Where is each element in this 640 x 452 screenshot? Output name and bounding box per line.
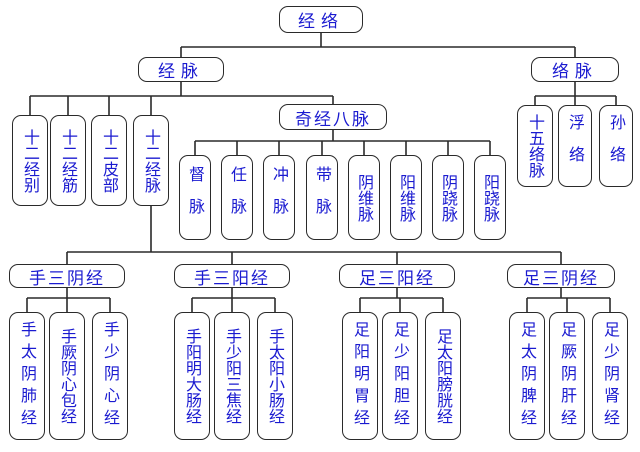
qijing-item: 阴跷脉 bbox=[432, 155, 464, 240]
jingmai-node: 经脉 bbox=[138, 57, 224, 82]
group-node: 手三阴经 bbox=[9, 264, 125, 289]
meridian-item: 手厥阴心包经 bbox=[49, 312, 85, 440]
qijing-item: 阴维脉 bbox=[348, 155, 380, 240]
meridian-item: 足厥阴肝经 bbox=[549, 312, 585, 440]
qijing-item: 任脉 bbox=[221, 155, 253, 240]
meridian-item: 足太阴脾经 bbox=[509, 312, 545, 440]
meridian-item: 手太阳小肠经 bbox=[257, 312, 293, 440]
meridian-item: 手阳明大肠经 bbox=[174, 312, 210, 440]
twelve-item: 十二经别 bbox=[12, 115, 48, 206]
meridian-item: 足阳明胃经 bbox=[342, 312, 378, 440]
meridian-item: 手少阴心经 bbox=[92, 312, 128, 440]
twelve-item: 十二经筋 bbox=[50, 115, 86, 206]
qijing-node: 奇经八脉 bbox=[279, 104, 387, 130]
luomai-node: 络脉 bbox=[531, 57, 619, 82]
meridian-item: 手太阴肺经 bbox=[9, 312, 45, 440]
meridian-item: 足太阳膀胱经 bbox=[425, 312, 461, 440]
qijing-item: 阳跷脉 bbox=[474, 155, 506, 240]
root-node: 经络 bbox=[279, 6, 363, 33]
meridian-item: 足少阴肾经 bbox=[592, 312, 628, 440]
meridian-item: 手少阳三焦经 bbox=[214, 312, 250, 440]
group-node: 足三阴经 bbox=[507, 264, 615, 289]
meridian-item: 足少阳胆经 bbox=[382, 312, 418, 440]
qijing-item: 冲脉 bbox=[263, 155, 295, 240]
twelve-jingmai-node: 十二经脉 bbox=[133, 115, 169, 206]
group-node: 手三阳经 bbox=[174, 264, 290, 289]
luomai-item: 十五络脉 bbox=[517, 105, 553, 187]
qijing-item: 阳维脉 bbox=[390, 155, 422, 240]
luomai-item: 浮络 bbox=[558, 105, 592, 187]
group-node: 足三阳经 bbox=[339, 264, 455, 289]
qijing-item: 带脉 bbox=[306, 155, 338, 240]
luomai-item: 孙络 bbox=[599, 105, 633, 187]
qijing-item: 督脉 bbox=[179, 155, 211, 240]
twelve-item: 十二皮部 bbox=[91, 115, 127, 206]
